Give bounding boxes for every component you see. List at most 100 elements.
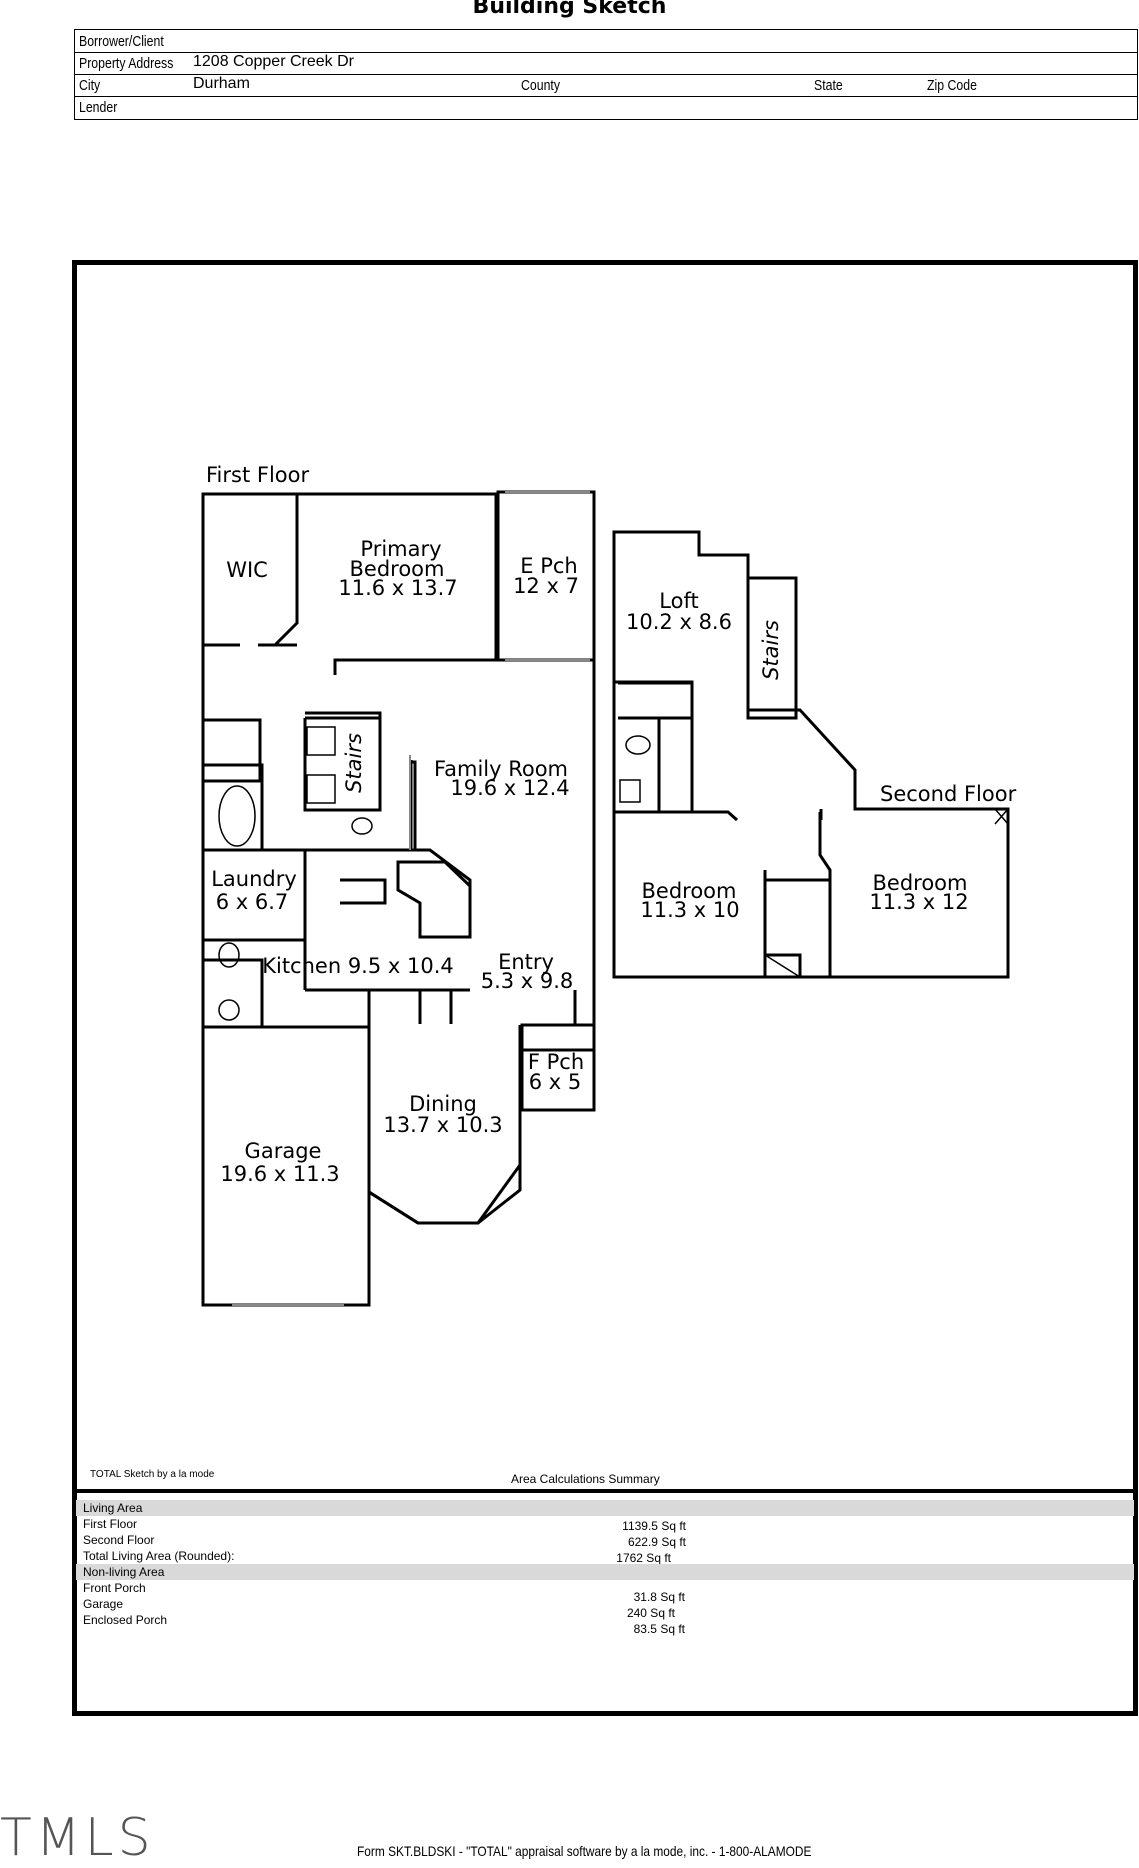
address-row: Property Address 1208 Copper Creek Dr [75, 52, 1137, 75]
calc-row-front-porch: Front Porch 31.8 Sq ft [76, 1580, 1134, 1604]
laundry-dim: 6 x 6.7 [216, 890, 289, 914]
laundry-label: Laundry [211, 867, 297, 891]
second-floor-label: Second Floor [880, 782, 1017, 806]
sink-icon-4 [619, 779, 641, 803]
sink-icon [306, 726, 336, 756]
primary-bedroom-label-2: Bedroom [350, 557, 445, 581]
bedroom-3-label: Bedroom [873, 871, 968, 895]
calc-label: Total Living Area (Rounded): [83, 1549, 235, 1563]
borrower-row: Borrower/Client [75, 30, 1137, 53]
calc-label: Front Porch [83, 1581, 146, 1595]
entry-dim: 5.3 x 9.8 [481, 969, 574, 993]
city-row: City Durham County State Zip Code [75, 74, 1137, 97]
calc-value: 83.5 Sq ft [633, 1622, 685, 1636]
calc-value: 1762 Sq ft [616, 1551, 671, 1565]
calc-value: 622.9 Sq ft [627, 1535, 686, 1549]
toilet-icon [351, 817, 373, 835]
calc-value: 1139.5 Sq ft [622, 1519, 686, 1533]
calc-label: Second Floor [83, 1533, 155, 1547]
calc-label: Garage [83, 1597, 124, 1611]
calc-label: Non-living Area [83, 1565, 165, 1579]
loft-label: Loft [659, 589, 698, 613]
calc-value: 31.8 Sq ft [633, 1590, 685, 1604]
sketch-frame [72, 260, 1138, 1716]
header-table: Borrower/Client Property Address 1208 Co… [74, 29, 1138, 120]
family-room-label: Family Room [434, 757, 568, 781]
half-bath [203, 958, 264, 1027]
family-room-dim: 19.6 x 12.4 [450, 776, 569, 800]
dining-label: Dining [409, 1092, 477, 1116]
upper-tub [618, 681, 694, 720]
county-label: County [521, 77, 560, 94]
bedroom-2-label: Bedroom [642, 879, 737, 903]
bath-door-wall [640, 810, 738, 822]
stairs-label-1: Stairs [342, 733, 366, 793]
footer-text: Form SKT.BLDSKI - "TOTAL" appraisal soft… [357, 1843, 812, 1859]
borrower-label: Borrower/Client [79, 33, 164, 50]
kitchen-posts [367, 990, 453, 1024]
calc-row-first-floor: First Floor 1139.5 Sq ft [76, 1516, 1134, 1533]
first-floor-label: First Floor [206, 463, 309, 487]
zip-label: Zip Code [927, 77, 977, 94]
garage [201, 1025, 371, 1307]
counter [415, 848, 472, 913]
calc-row-enclosed-porch: Enclosed Porch 83.5 Sq ft [76, 1612, 1134, 1636]
calc-row-living-area: Living Area [76, 1500, 1134, 1516]
closet-corner [765, 953, 802, 977]
calc-row-non-living: Non-living Area [76, 1564, 1134, 1580]
bedroom-2-dim: 11.3 x 10 [640, 898, 739, 922]
garage-label: Garage [245, 1139, 322, 1163]
area-calculations: Living Area First Floor 1139.5 Sq ft Sec… [76, 1489, 1134, 1715]
primary-bedroom-dim: 11.6 x 13.7 [338, 576, 457, 600]
toilet-icon-2 [218, 942, 240, 968]
tub [203, 763, 264, 852]
bedroom-3-dim: 11.3 x 12 [869, 890, 968, 914]
lender-row: Lender [75, 96, 1137, 118]
fpch-dim: 6 x 5 [529, 1070, 582, 1094]
stairs-2 [746, 576, 798, 720]
wic-label: WIC [226, 558, 268, 582]
calc-row-second-floor: Second Floor 622.9 Sq ft [76, 1532, 1134, 1549]
kitchen-label: Kitchen 9.5 x 10.4 [262, 954, 454, 978]
city-value: Durham [193, 75, 250, 92]
calc-label: First Floor [83, 1517, 137, 1531]
front-porch [520, 1023, 596, 1112]
bedroom-wall [333, 658, 496, 675]
closet-x-icon [994, 808, 1009, 825]
stairs-label-2: Stairs [759, 620, 783, 680]
calc-label: Living Area [83, 1501, 143, 1515]
sink-icon-3 [218, 999, 240, 1021]
loft-dim: 10.2 x 8.6 [626, 610, 732, 634]
tub-icon [218, 785, 256, 847]
state-label: State [814, 77, 843, 94]
second-floor-outline [612, 530, 1010, 979]
wic-wall [273, 494, 299, 647]
dining-dim: 13.7 x 10.3 [383, 1113, 502, 1137]
kitchen-lower-wall [303, 940, 470, 992]
city-label: City [79, 77, 101, 94]
dining [367, 1024, 522, 1225]
epch-dim: 12 x 7 [513, 574, 579, 598]
epch-label: E Pch [520, 554, 577, 578]
range [340, 878, 387, 905]
page-title: Building Sketch [472, 0, 667, 19]
calc-label: Enclosed Porch [83, 1613, 168, 1627]
closet-walls [763, 809, 832, 977]
address-label: Property Address [79, 55, 174, 72]
lender-label: Lender [79, 99, 118, 116]
toilet-icon-3 [625, 735, 651, 755]
bath-wall [203, 718, 262, 783]
sketch-note: TOTAL Sketch by a la mode [90, 1469, 215, 1480]
calc-value: 240 Sq ft [626, 1606, 675, 1620]
garage-dim: 19.6 x 11.3 [220, 1162, 339, 1186]
calc-title: Area Calculations Summary [511, 1472, 660, 1486]
calc-row-garage: Garage 240 Sq ft [76, 1596, 1134, 1620]
sink-icon-2 [306, 774, 336, 804]
stair-mark-icon [764, 954, 801, 978]
primary-bedroom-label-1: Primary [360, 537, 441, 561]
stairs-1 [303, 711, 382, 812]
fpch-label: F Pch [528, 1050, 584, 1074]
calc-row-total-living: Total Living Area (Rounded): 1762 Sq ft [76, 1548, 1134, 1565]
entry-label: Entry [498, 950, 554, 974]
